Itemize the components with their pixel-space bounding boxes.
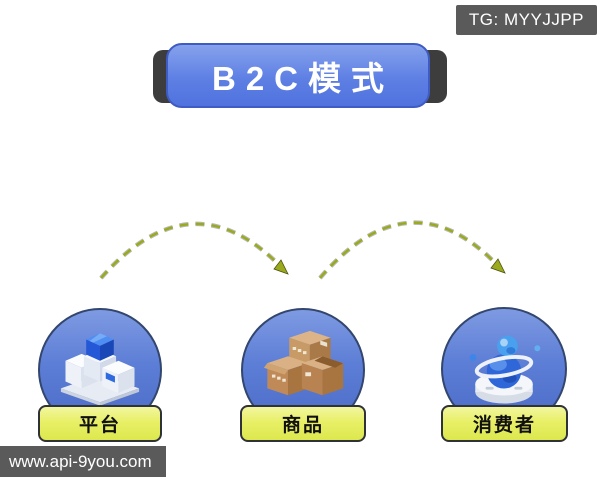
hologram-sphere-icon — [469, 335, 541, 404]
tg-contact-text: TG: MYYJJPP — [468, 10, 584, 29]
arrowhead-icon — [490, 258, 506, 274]
tg-contact-badge: TG: MYYJJPP — [455, 5, 597, 35]
watermark-text: www.api-9you.com — [9, 451, 152, 471]
label-goods-text: 商品 — [281, 415, 324, 436]
arrowhead-icon — [273, 259, 289, 275]
arrow-platform-to-goods — [99, 221, 289, 280]
diagram-title-box: B2C模式 — [166, 43, 430, 108]
watermark-badge: www.api-9you.com — [0, 446, 166, 477]
arrow-goods-to-consumer — [318, 220, 506, 280]
label-platform: 平台 — [38, 405, 162, 442]
cardboard-boxes-icon — [263, 330, 344, 396]
label-platform-text: 平台 — [78, 415, 121, 436]
platform-cubes-icon — [60, 333, 140, 406]
label-consumer-text: 消费者 — [472, 415, 536, 436]
label-consumer: 消费者 — [441, 405, 568, 442]
diagram-title: B2C模式 — [211, 59, 395, 97]
label-goods: 商品 — [240, 405, 366, 442]
